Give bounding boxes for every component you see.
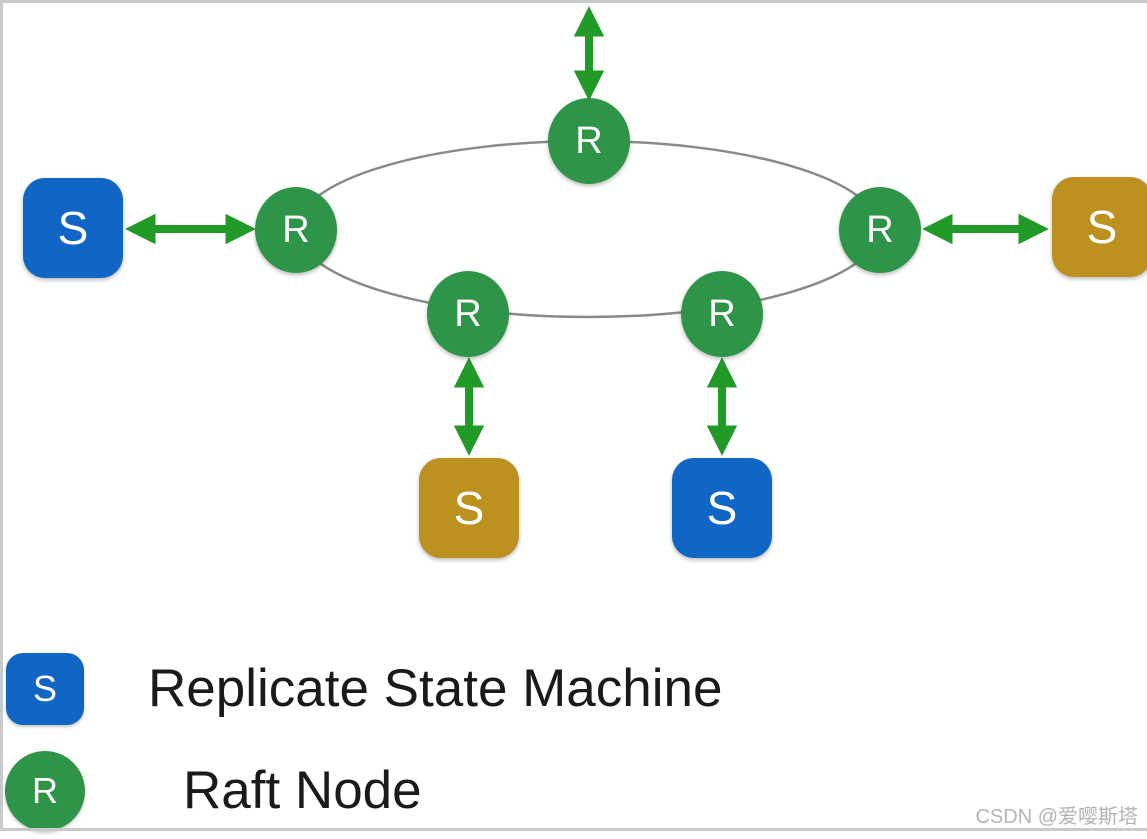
state-machine-bottom-left: S [419, 458, 519, 558]
legend-raft-node-label: Raft Node [183, 761, 422, 820]
raft-node-left: R [255, 187, 337, 273]
raft-node-top: R [548, 98, 630, 184]
raft-node-bottom-left: R [427, 271, 509, 357]
legend-swatch-letter: R [32, 770, 58, 811]
state-machine-letter: S [1086, 201, 1118, 253]
state-machine-letter: S [706, 482, 738, 534]
raft-node-letter: R [708, 293, 736, 335]
state-machine-left: S [23, 178, 123, 278]
legend-swatch-letter: S [32, 668, 57, 709]
legend-state-machine-swatch: S [6, 653, 84, 725]
frame-border-bottom [0, 828, 1147, 831]
frame-border-left [0, 0, 3, 831]
state-machine-letter: S [453, 482, 485, 534]
state-machine-letter: S [57, 202, 89, 254]
raft-node-letter: R [575, 120, 603, 162]
raft-node-bottom-right: R [681, 271, 763, 357]
state-machine-right: S [1052, 177, 1147, 277]
legend-state-machine-label: Replicate State Machine [148, 659, 723, 718]
raft-node-letter: R [454, 293, 482, 335]
legend-raft-node-swatch: R [5, 751, 85, 831]
raft-node-right: R [839, 187, 921, 273]
csdn-watermark: CSDN @爱嘤斯塔 [975, 806, 1138, 828]
state-machine-bottom-right: S [672, 458, 772, 558]
raft-node-letter: R [282, 209, 310, 251]
raft-node-letter: R [866, 209, 894, 251]
frame-border-top [0, 0, 1147, 3]
